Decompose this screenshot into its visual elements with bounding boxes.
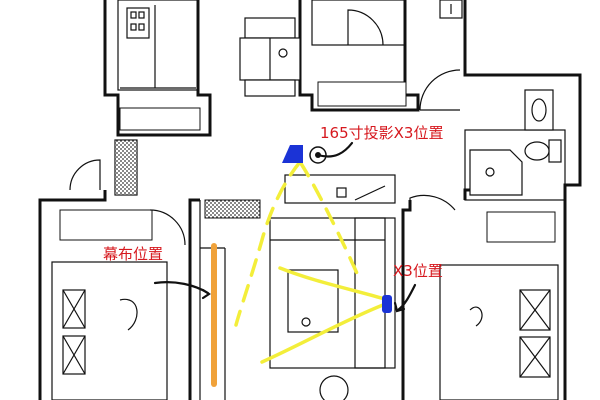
dining-table [239, 17, 301, 97]
bathroom [464, 89, 566, 201]
right-bedroom [409, 194, 559, 400]
door-arc [419, 69, 461, 111]
shower-icon [469, 149, 523, 196]
kitchen [117, 0, 201, 131]
left-bedroom [51, 209, 186, 400]
pillow-fold [469, 306, 483, 327]
toilet-icon [524, 139, 562, 163]
door-arc [149, 209, 186, 246]
bed-icon [51, 261, 168, 400]
plant-icon [319, 375, 349, 400]
projector-position-label: 165寸投影X3位置 [320, 124, 444, 142]
kitchen-radiator [119, 107, 201, 131]
top-right-fixture [439, 0, 463, 19]
projector-icon [282, 145, 327, 164]
stove-icon [126, 7, 150, 39]
hatched-column [114, 139, 261, 219]
right-bedroom-radiator [486, 211, 556, 243]
top-bedroom-radiator [317, 81, 407, 107]
top-bedroom [311, 0, 461, 111]
door-arc [347, 9, 384, 46]
left-bedroom-radiator [59, 209, 153, 241]
x3-device-marker [382, 295, 392, 313]
screen-position-label: 幕布位置 [103, 245, 164, 263]
washbasin-icon [524, 89, 554, 131]
bed-icon [439, 264, 559, 400]
door-arc [409, 194, 456, 211]
annotation-arrows [153, 141, 417, 313]
projection-beams [234, 160, 390, 364]
pillow-fold [119, 298, 138, 331]
x3-position-label: X3位置 [393, 262, 443, 280]
door-arc [69, 159, 101, 191]
